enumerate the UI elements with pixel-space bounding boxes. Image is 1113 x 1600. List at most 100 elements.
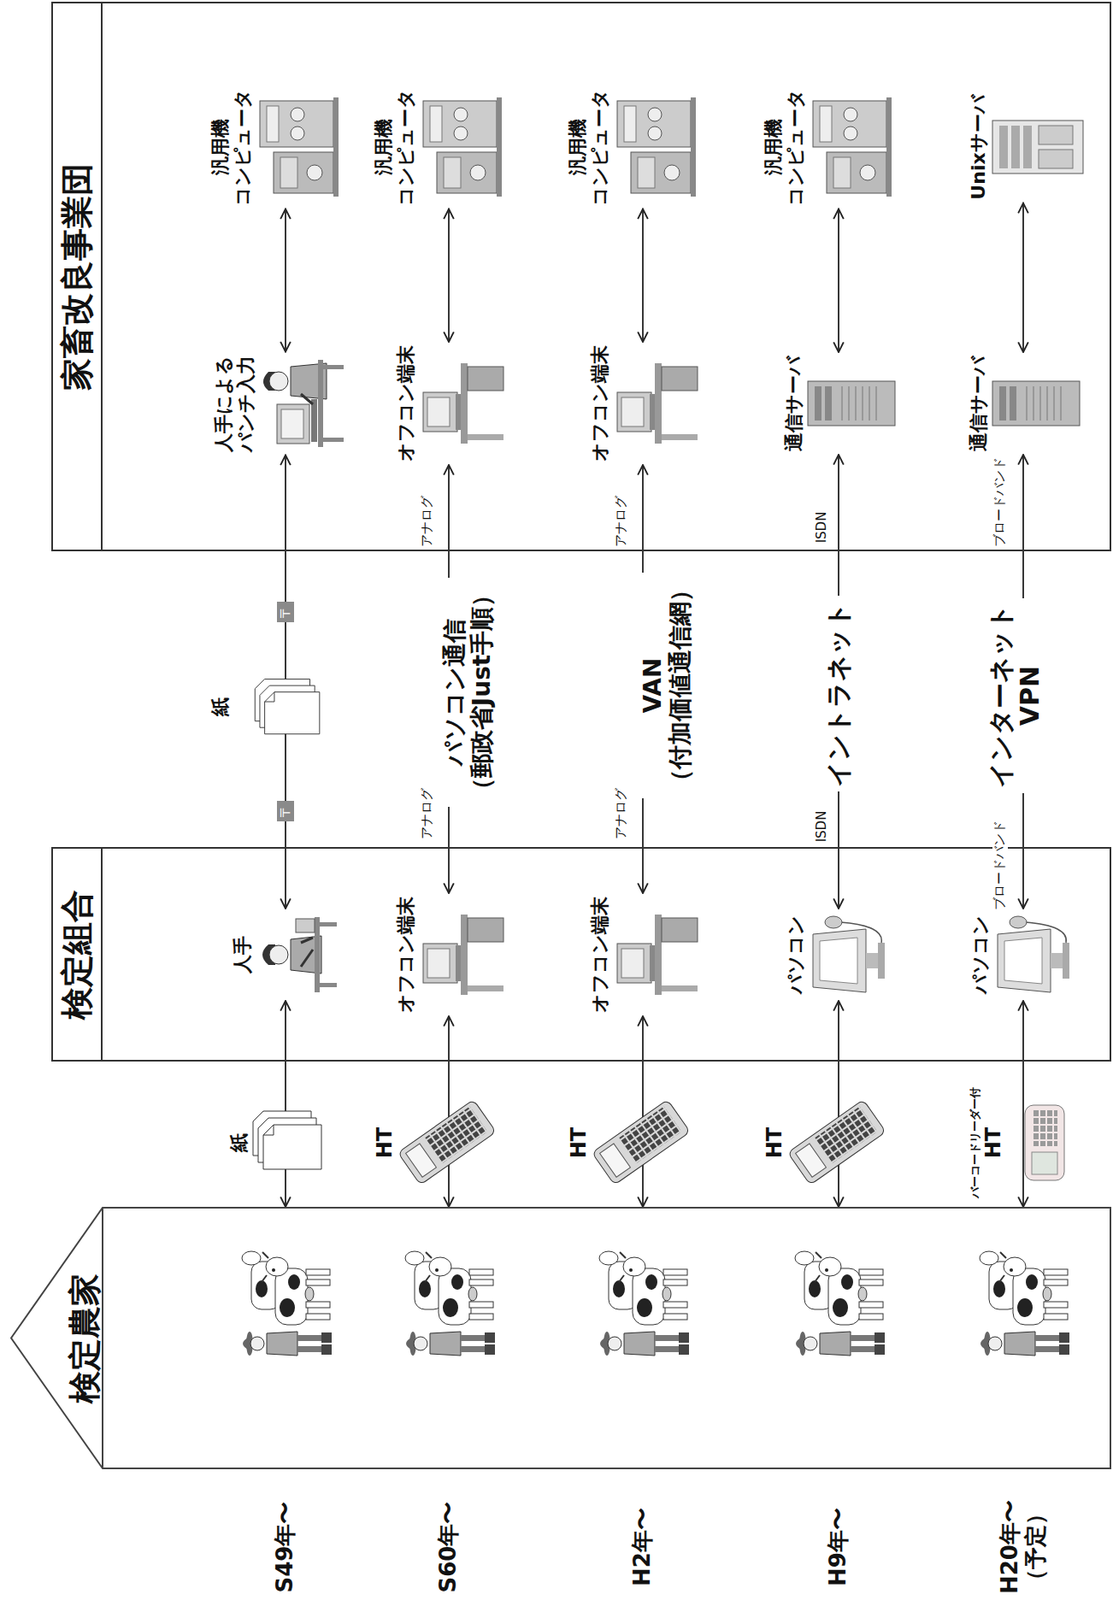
- connector-arrow: [1022, 1001, 1025, 1208]
- picture-slot: [610, 907, 701, 1002]
- paper-icon: [254, 679, 320, 735]
- connector-arrow: [641, 209, 644, 343]
- picture-slot: [416, 907, 507, 1002]
- mainframe-icon: [617, 97, 696, 197]
- server-icon: [992, 381, 1080, 426]
- column-heading: 検定組合: [53, 848, 103, 1060]
- office-computer-icon: [423, 914, 504, 996]
- picture-slot: [249, 1104, 327, 1182]
- center-equipment: 通信サーバ: [965, 352, 1084, 455]
- line-type-label: アナログ: [419, 786, 435, 842]
- node-label: オフコン端末: [394, 345, 417, 462]
- picture-slot: [989, 108, 1088, 186]
- center-equipment: オフコン端末: [393, 341, 507, 466]
- node-label: オフコン端末: [588, 896, 611, 1013]
- line-type-label: アナログ: [613, 786, 629, 842]
- center-equipment: 汎用機 コンピュータ: [565, 85, 701, 210]
- swimlane-column: 人手 オフコン端末 オフコン端末 パソコン パソコン 検定組合: [51, 847, 1112, 1062]
- connector-arrow: [284, 209, 287, 353]
- node-label: パソコン: [969, 915, 991, 995]
- connector-arrow: [1022, 203, 1025, 353]
- office-computer-icon: [423, 363, 504, 444]
- picture-slot: [806, 912, 896, 998]
- punch-operator-icon: [263, 359, 344, 448]
- year-label: S60年〜: [435, 1501, 462, 1594]
- connector-arrow: [837, 209, 840, 354]
- picture-slot: [397, 1095, 496, 1190]
- node-label: 汎用機 コンピュータ: [209, 88, 254, 207]
- year-label: H2年〜: [630, 1507, 656, 1587]
- picture-slot: [253, 95, 343, 199]
- farm-illustration: [795, 1251, 885, 1356]
- node-label: 通信サーバ: [967, 355, 990, 452]
- node-label: 通信サーバ: [783, 355, 805, 452]
- picture-slot: [804, 369, 899, 438]
- connection-label: パソコン通信 （郵政省Just手順）: [439, 577, 498, 807]
- node-label: オフコン端末: [394, 896, 417, 1013]
- office-computer-icon: [617, 914, 698, 996]
- connection-label: VAN （付加価値通信網）: [637, 572, 696, 799]
- line-type-label: アナログ: [419, 494, 435, 549]
- node-label: バーコードリーダー付: [969, 1087, 983, 1199]
- handheld-icon: [397, 1100, 496, 1186]
- union-equipment: オフコン端末: [587, 893, 701, 1017]
- picture-slot: [1006, 1100, 1088, 1186]
- picture-slot: [610, 95, 701, 199]
- connector-arrow: [641, 1016, 644, 1208]
- center-equipment: 汎用機 コンピュータ: [371, 85, 507, 210]
- farm-illustration: [241, 1251, 332, 1356]
- line-type-label: ブロードバンド: [992, 818, 1007, 913]
- center-equipment: オフコン端末: [587, 341, 701, 466]
- line-type-label: ブロードバンド: [992, 455, 1007, 549]
- postal-mark: 〒: [276, 601, 295, 623]
- input-device: HT: [371, 1092, 496, 1194]
- node-label: オフコン端末: [588, 345, 611, 462]
- node-label: HT: [567, 1127, 592, 1159]
- connector-arrow: [447, 209, 450, 343]
- barcode-handheld-icon: [1024, 1105, 1065, 1181]
- farm-illustration: [405, 1251, 495, 1356]
- connector-arrow: [284, 1001, 287, 1208]
- input-device: HT: [565, 1092, 690, 1194]
- connection-label: インターネット VPN: [984, 598, 1048, 794]
- line-type-label: ISDN: [814, 809, 830, 845]
- node-label: HT: [763, 1127, 788, 1159]
- year-label: H9年〜: [825, 1507, 852, 1587]
- paper-icon: [253, 1111, 322, 1170]
- swimlane-column: 検定農家: [10, 1207, 1112, 1470]
- mainframe-icon: [812, 97, 892, 197]
- picture-slot: [806, 95, 896, 199]
- input-device: HT: [761, 1092, 886, 1194]
- handheld-icon: [591, 1100, 690, 1186]
- node-label: 汎用機 コンピュータ: [762, 88, 807, 207]
- line-type-label: アナログ: [613, 494, 629, 549]
- center-equipment: 汎用機 コンピュータ: [207, 85, 343, 210]
- connection-label: イントラネット: [822, 596, 856, 793]
- input-device: 紙: [226, 1101, 327, 1185]
- connection-label: 紙: [207, 692, 233, 722]
- node-label: 汎用機 コンピュータ: [372, 88, 417, 207]
- node-label: HT: [373, 1127, 398, 1159]
- node-label: 人手による パンチ入力: [212, 355, 257, 453]
- farm-illustration: [979, 1251, 1070, 1356]
- picture-slot: [416, 356, 507, 451]
- swimlane-column: 人手による パンチ入力 汎用機 コンピュータオフコン端末 汎用機 コンピュータオフコ…: [51, 1, 1112, 552]
- mainframe-icon: [259, 97, 339, 197]
- connector-arrow: [837, 1001, 840, 1208]
- office-computer-icon: [617, 363, 698, 444]
- unix-server-icon: [992, 120, 1084, 174]
- center-equipment: 通信サーバ: [781, 352, 899, 455]
- picture-slot: [989, 369, 1084, 438]
- center-equipment: Unixサーバ: [965, 90, 1088, 203]
- arrow-column-shape: [11, 1207, 1111, 1469]
- union-equipment: オフコン端末: [393, 893, 507, 1017]
- pc-icon: [812, 916, 885, 993]
- node-label: 人手: [231, 936, 254, 974]
- node-label: パソコン: [784, 915, 807, 995]
- picture-slot: [787, 1095, 886, 1190]
- node-label: Unixサーバ: [967, 94, 990, 200]
- picture-slot: [610, 356, 701, 451]
